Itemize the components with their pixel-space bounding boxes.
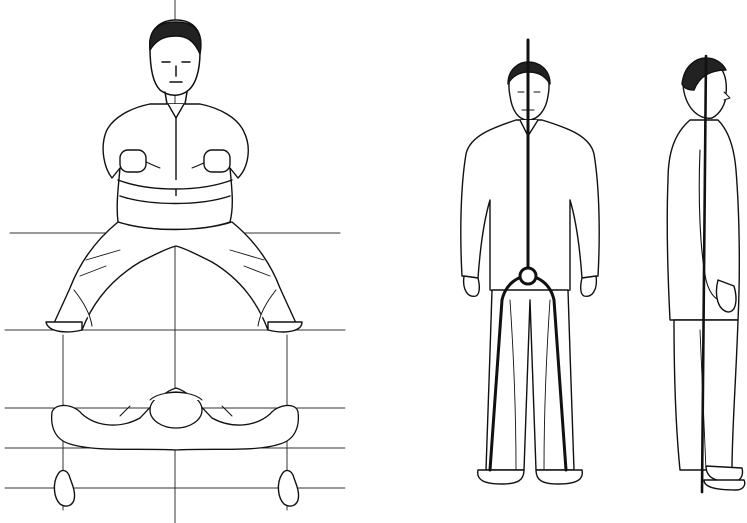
- feet: [704, 466, 745, 490]
- side-standing-illustration: [640, 0, 747, 523]
- right-footprint: [278, 471, 298, 507]
- dantian-point: [520, 268, 536, 284]
- horse-stance-illustration: [0, 0, 360, 523]
- front-standing-illustration: [430, 0, 630, 523]
- left-footprint: [54, 471, 74, 507]
- stance-plan-view: [52, 388, 299, 450]
- head: [150, 20, 201, 104]
- feet: [478, 470, 583, 484]
- trousers: [674, 320, 738, 470]
